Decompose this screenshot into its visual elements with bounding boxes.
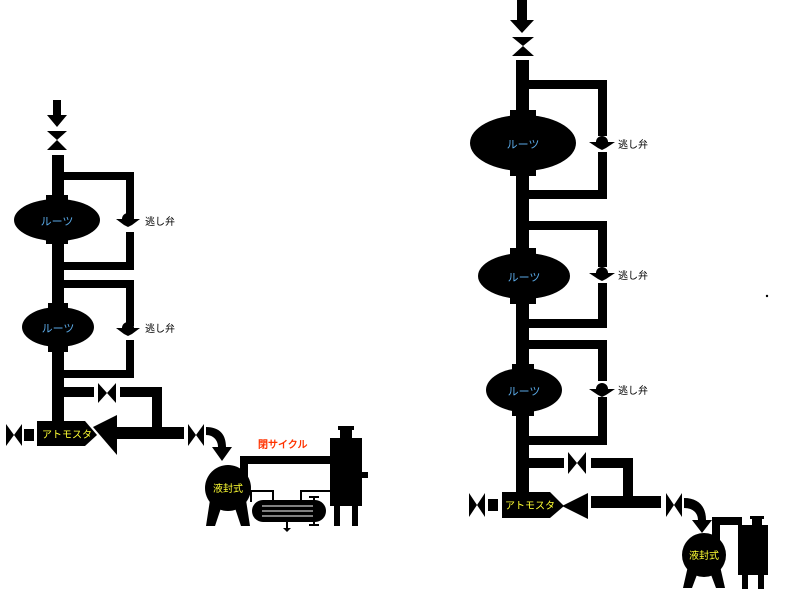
roots-pump-2[interactable] xyxy=(22,307,94,347)
atmostat-box[interactable] xyxy=(502,492,564,518)
inlet-arrow-icon xyxy=(510,0,534,33)
branch-valve[interactable] xyxy=(568,452,586,474)
roots-pump-1[interactable] xyxy=(470,115,576,171)
bypass-pipe-3 xyxy=(524,340,607,445)
atmostat-valve[interactable] xyxy=(87,415,117,455)
roots-label-left-1: ルーツ xyxy=(41,215,74,228)
relief-valve-2[interactable] xyxy=(116,322,140,336)
bypass-pipe-1 xyxy=(524,80,607,199)
inlet-valve[interactable] xyxy=(47,131,67,150)
bypass-pipe-1 xyxy=(60,172,134,270)
relief-label-right-1: 逃し弁 xyxy=(618,138,648,151)
bypass-pipe-2 xyxy=(524,221,607,328)
atmostat-label-right: アトモスタ xyxy=(505,500,555,512)
relief-valve-1[interactable] xyxy=(589,136,615,150)
relief-label-right-2: 逃し弁 xyxy=(618,269,648,282)
relief-valve-2[interactable] xyxy=(589,267,615,281)
right-system xyxy=(469,0,769,589)
closed-cycle-label: 閉サイクル xyxy=(258,439,308,451)
right-end-valve[interactable] xyxy=(469,493,485,517)
atmostat-valve[interactable] xyxy=(562,493,588,519)
roots-pump-1[interactable] xyxy=(14,199,100,241)
separator-tank[interactable] xyxy=(738,525,768,575)
pump-label-left: 液封式 xyxy=(213,482,243,495)
roots-pump-2[interactable] xyxy=(478,253,570,299)
branch-valve[interactable] xyxy=(98,383,116,403)
inlet-valve[interactable] xyxy=(512,37,534,56)
flow-arrow-icon xyxy=(206,427,232,461)
relief-label-left-1: 逃し弁 xyxy=(145,215,175,228)
left-end-valve[interactable] xyxy=(6,424,22,446)
roots-pump-3[interactable] xyxy=(486,368,562,412)
pump-inlet-valve[interactable] xyxy=(188,424,204,446)
atmostat-label-left: アトモスタ xyxy=(42,429,92,441)
flow-arrow-icon xyxy=(684,498,712,533)
separator-tank[interactable] xyxy=(330,438,362,506)
relief-valve-1[interactable] xyxy=(116,213,140,227)
roots-label-right-3: ルーツ xyxy=(508,385,541,398)
pump-inlet-valve[interactable] xyxy=(666,493,682,517)
bypass-pipe-2 xyxy=(60,280,134,378)
roots-label-right-1: ルーツ xyxy=(507,138,540,151)
atmostat-box[interactable] xyxy=(37,421,97,446)
relief-label-left-2: 逃し弁 xyxy=(145,322,175,335)
roots-label-left-2: ルーツ xyxy=(42,322,75,335)
pump-label-right: 液封式 xyxy=(689,549,719,562)
inlet-arrow-icon xyxy=(47,100,67,127)
relief-valve-3[interactable] xyxy=(589,383,615,397)
relief-label-right-3: 逃し弁 xyxy=(618,384,648,397)
roots-label-right-2: ルーツ xyxy=(508,271,541,284)
left-system xyxy=(6,100,368,532)
liquid-ring-pump[interactable] xyxy=(205,465,251,511)
